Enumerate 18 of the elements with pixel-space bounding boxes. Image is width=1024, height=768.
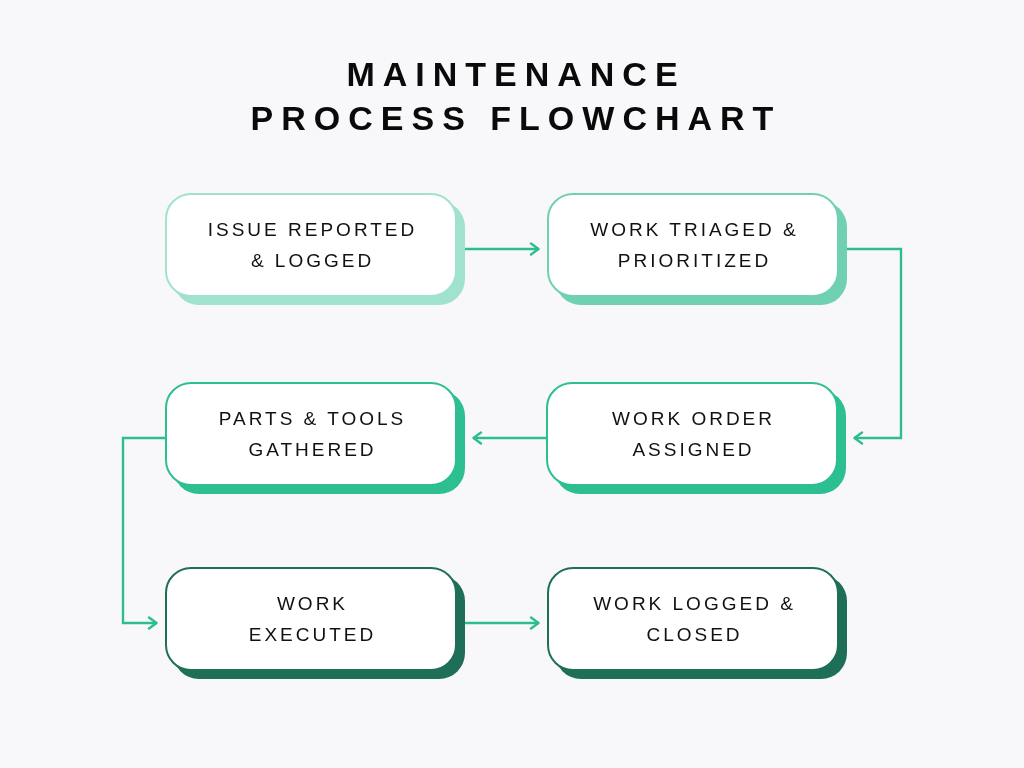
process-box xyxy=(165,382,465,494)
step-label: PARTS & TOOLS GATHERED xyxy=(217,407,408,462)
process-box xyxy=(547,567,847,679)
process-box xyxy=(546,382,846,494)
arrow xyxy=(121,436,165,630)
step-label: ISSUE REPORTED & LOGGED xyxy=(206,218,419,273)
step-label: WORK TRIAGED & PRIORITIZED xyxy=(589,218,800,273)
step-label: WORK EXECUTED xyxy=(247,592,378,647)
title: MAINTENANCE PROCESS FLOWCHART xyxy=(249,54,783,139)
process-box xyxy=(165,567,465,679)
arrow xyxy=(465,616,540,630)
step-label: WORK ORDER ASSIGNED xyxy=(611,407,776,462)
step-label: WORK LOGGED & CLOSED xyxy=(592,592,797,647)
process-box xyxy=(547,193,847,305)
arrow xyxy=(847,247,903,445)
arrow xyxy=(465,242,540,256)
process-box xyxy=(165,193,465,305)
arrow xyxy=(472,431,546,445)
